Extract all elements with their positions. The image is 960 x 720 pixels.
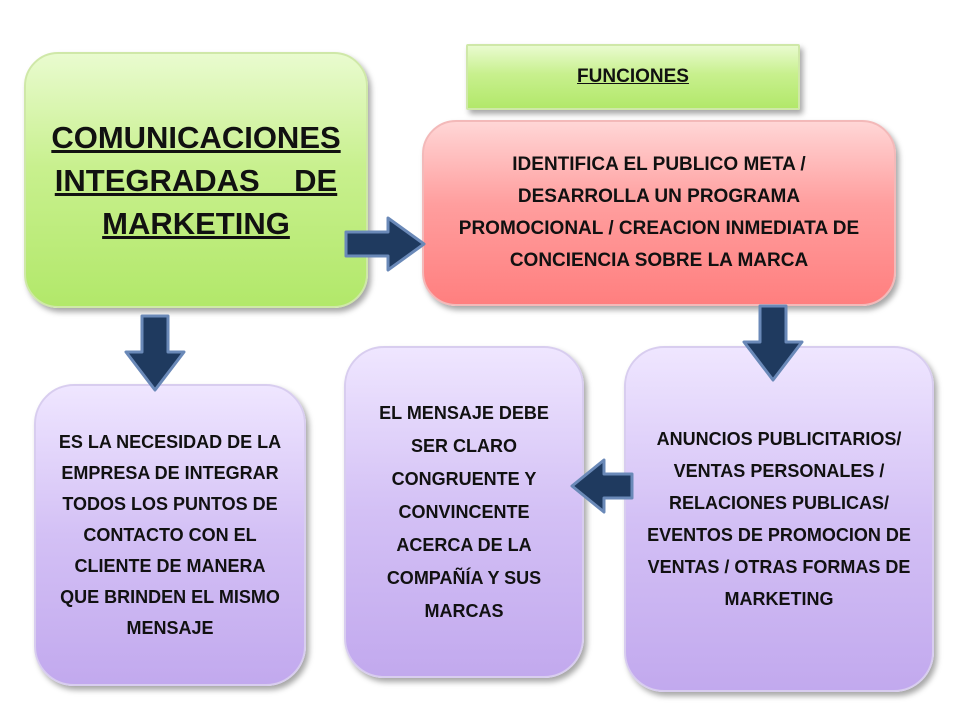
arrow-down-icon-2 xyxy=(742,304,804,382)
arrow-left-icon xyxy=(570,458,634,514)
main-concept-text: COMUNICACIONES INTEGRADAS DE MARKETING xyxy=(51,116,340,245)
main-concept-line-2: INTEGRADAS DE xyxy=(54,162,338,198)
arrow-down-icon xyxy=(124,314,186,392)
necesidad-box: ES LA NECESIDAD DE LA EMPRESA DE INTEGRA… xyxy=(34,384,306,686)
anuncios-box: ANUNCIOS PUBLICITARIOS/ VENTAS PERSONALE… xyxy=(624,346,934,692)
main-concept-line-3: MARKETING xyxy=(102,205,290,241)
mensaje-box: EL MENSAJE DEBE SER CLARO CONGRUENTE Y C… xyxy=(344,346,584,678)
main-concept-line-1: COMUNICACIONES xyxy=(51,119,341,155)
funciones-label-box: FUNCIONES xyxy=(466,44,800,110)
main-concept-box: COMUNICACIONES INTEGRADAS DE MARKETING xyxy=(24,52,368,308)
funciones-label: FUNCIONES xyxy=(577,66,689,87)
identifica-text: IDENTIFICA EL PUBLICO META / DESARROLLA … xyxy=(458,154,860,271)
necesidad-text: ES LA NECESIDAD DE LA EMPRESA DE INTEGRA… xyxy=(58,431,282,638)
arrow-right-icon xyxy=(344,216,426,272)
mensaje-text: EL MENSAJE DEBE SER CLARO CONGRUENTE Y C… xyxy=(379,402,549,621)
anuncios-text: ANUNCIOS PUBLICITARIOS/ VENTAS PERSONALE… xyxy=(647,429,911,609)
identifica-box: IDENTIFICA EL PUBLICO META / DESARROLLA … xyxy=(422,120,896,306)
